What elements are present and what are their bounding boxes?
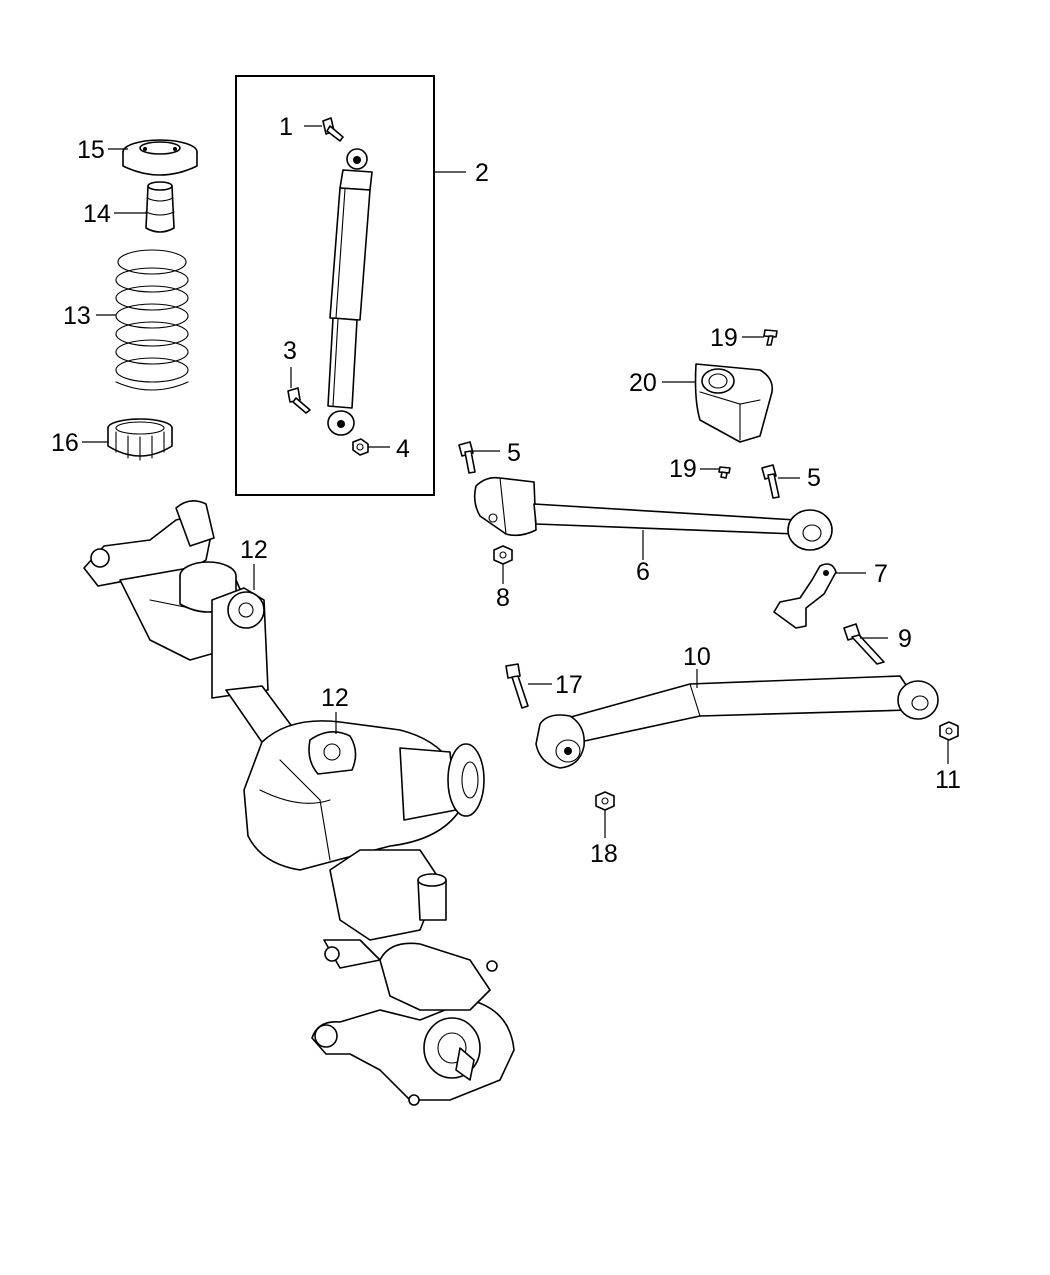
callout-5-left: 5 <box>507 439 521 467</box>
callout-9: 9 <box>898 625 912 653</box>
callout-12-right: 12 <box>321 684 349 712</box>
part-4-lower-shock-nut <box>352 438 369 456</box>
callout-1: 1 <box>279 113 293 141</box>
callout-18: 18 <box>590 840 618 868</box>
part-16-lower-spring-isolator <box>107 418 173 461</box>
leader-lines <box>82 125 949 838</box>
part-5-bolt-left <box>458 441 476 474</box>
callout-10: 10 <box>683 643 711 671</box>
part-15-upper-spring-seat <box>122 139 198 176</box>
callout-8: 8 <box>496 584 510 612</box>
callout-labels: 1 2 3 4 5 5 6 7 8 9 10 11 12 12 13 14 15… <box>51 113 961 868</box>
part-5-bolt-right <box>761 464 780 499</box>
part-1-upper-shock-bolt <box>322 117 344 142</box>
callout-19-upper: 19 <box>710 324 738 352</box>
part-3-lower-shock-bolt <box>287 387 311 414</box>
part-10-lower-control-arm <box>535 675 939 769</box>
callout-19-lower: 19 <box>669 455 697 483</box>
part-14-jounce-bumper <box>145 181 175 233</box>
part-2-shock-absorber <box>327 148 373 436</box>
callout-7: 7 <box>874 560 888 588</box>
callout-3: 3 <box>283 337 297 365</box>
part-11-nut <box>939 721 959 741</box>
callout-20: 20 <box>629 369 657 397</box>
callout-12-left: 12 <box>240 536 268 564</box>
shock-absorber-group-box <box>235 75 435 496</box>
part-6-upper-link <box>473 476 833 551</box>
part-7-bracket <box>773 563 837 629</box>
part-9-bolt <box>843 623 885 665</box>
part-8-nut <box>493 545 513 565</box>
part-19-bolt-lower <box>718 466 731 479</box>
callout-15: 15 <box>77 136 105 164</box>
part-18-nut <box>595 791 615 811</box>
part-17-bolt <box>505 663 529 709</box>
callout-11: 11 <box>935 766 961 794</box>
part-20-bracket <box>694 363 774 443</box>
callout-4: 4 <box>396 435 410 463</box>
callout-2: 2 <box>475 159 489 187</box>
callout-6: 6 <box>636 558 650 586</box>
callout-16: 16 <box>51 429 79 457</box>
axle-assembly <box>83 500 515 1106</box>
callout-13: 13 <box>63 302 91 330</box>
callout-5-right: 5 <box>807 464 821 492</box>
part-19-bolt-upper <box>763 329 778 346</box>
callout-17: 17 <box>555 671 583 699</box>
part-13-coil-spring <box>115 249 189 391</box>
callout-14: 14 <box>83 200 111 228</box>
